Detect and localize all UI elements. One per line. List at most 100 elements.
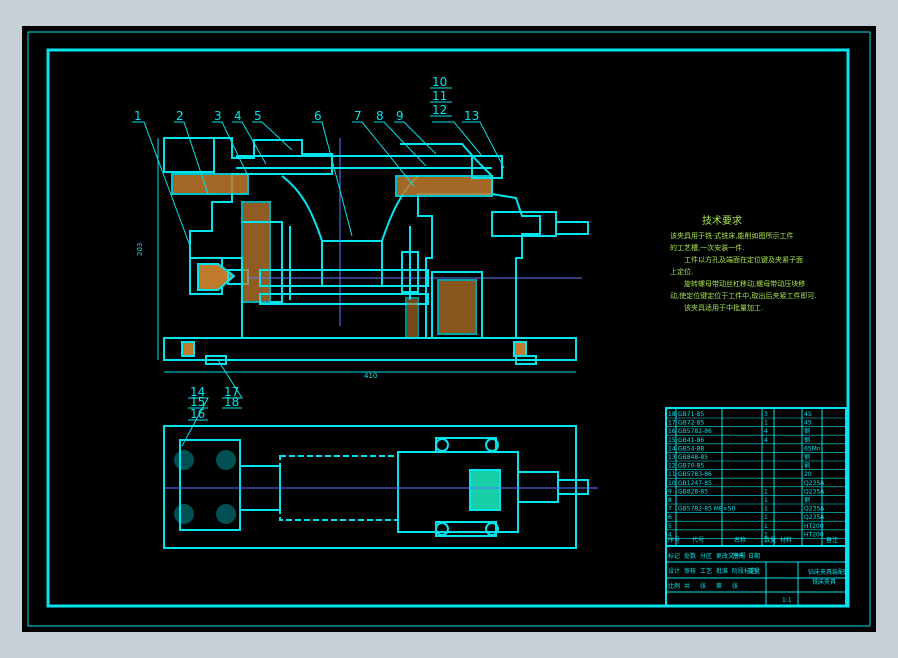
parts-row-cell: HT200	[804, 531, 824, 538]
parts-row-cell: GB5782-86	[678, 428, 712, 435]
parts-row-cell: 4	[764, 428, 768, 435]
balloon-16: 16	[190, 407, 205, 421]
parts-row-cell: GB5783-86	[678, 471, 712, 478]
parts-row-cell: 9	[668, 488, 672, 495]
dimension-height: 203	[136, 243, 144, 256]
balloon-13: 13	[464, 109, 479, 123]
header-index: 序号	[668, 536, 680, 544]
parts-row-cell: 钢	[804, 462, 810, 470]
plan-view	[163, 425, 598, 549]
balloon-labels: 1 2 3 4 5 6 7 8 9 13 10 11 12 14 15 16 1…	[134, 75, 479, 421]
notes-line-3: 工件以方孔及端面在定位键及夹紧子面	[684, 255, 803, 264]
balloon-2: 2	[176, 109, 184, 123]
cad-drawing: 1 2 3 4 5 6 7 8 9 13 10 11 12 14 15 16 1…	[27, 31, 871, 627]
parts-row-cell: HT200	[804, 523, 824, 530]
balloon-12: 12	[432, 103, 447, 117]
parts-row-cell: 1	[764, 420, 768, 427]
parts-row-cell: GB828-85	[678, 488, 708, 495]
parts-list	[665, 407, 847, 607]
parts-row-cell: 1	[764, 488, 768, 495]
parts-row-cell: 18	[668, 411, 676, 418]
balloon-4: 4	[234, 109, 242, 123]
title-block-label: 日期	[748, 552, 760, 560]
title-block-label: 阶段标记	[732, 567, 756, 575]
title-block-label: 审核	[684, 567, 696, 575]
balloon-8: 8	[376, 109, 384, 123]
parts-row-cell: Q235A	[804, 514, 825, 521]
title-block-label: 第	[716, 582, 722, 590]
parts-row-cell: 1	[764, 523, 768, 530]
inner-border	[46, 48, 850, 608]
header-name: 名称	[734, 536, 746, 544]
balloon-11: 11	[432, 89, 447, 103]
balloon-5: 5	[254, 109, 262, 123]
notes-line-2: 的工艺槽,一次安装一件.	[670, 243, 744, 252]
parts-row-cell: Q235A	[804, 488, 825, 495]
title-block-label: 重量	[748, 567, 760, 575]
balloon-10: 10	[432, 75, 447, 89]
parts-row-cell: Q235A	[804, 480, 825, 487]
balloon-3: 3	[214, 109, 222, 123]
parts-row-cell: GB848-85	[678, 454, 708, 461]
parts-row-cell: 钢	[804, 427, 810, 435]
parts-row-cell: 6	[668, 514, 672, 521]
parts-row-cell: 1	[764, 506, 768, 513]
parts-row-cell: 钢	[804, 436, 810, 444]
title-block-drawing-title: 钻床夹具装配图	[808, 568, 850, 576]
balloon-1: 1	[134, 109, 142, 123]
balloon-9: 9	[396, 109, 404, 123]
parts-row-cell: GB71-85	[678, 411, 704, 418]
parts-row-cell: GB1247-85	[678, 480, 712, 487]
title-block-label: 张	[700, 582, 706, 590]
parts-row-cell: 钢	[804, 453, 810, 461]
parts-row-cell: 10	[668, 480, 676, 487]
notes-line-1: 该夹具用于铣·式铣床,能削如图所示工件	[670, 231, 793, 240]
title-block-scale: 1:1	[782, 597, 792, 604]
parts-row-cell: GB5782-85 M8×50	[678, 506, 736, 513]
parts-row-cell: 17	[668, 420, 676, 427]
parts-row-cell: 15	[668, 437, 676, 444]
parts-row-cell: 11	[668, 471, 676, 478]
parts-row-cell: 4	[668, 531, 672, 538]
dimension-overall-length: 410	[364, 372, 377, 380]
title-block-label: 处数	[684, 552, 696, 560]
drawing-sheet: 1 2 3 4 5 6 7 8 9 13 10 11 12 14 15 16 1…	[22, 26, 876, 632]
parts-row-cell: Q235A	[804, 506, 825, 513]
parts-row-cell: GB70-85	[678, 463, 704, 470]
title-block-label: 分区	[700, 552, 712, 560]
parts-row-cell: 1	[764, 514, 768, 521]
title-block-label: 工艺	[700, 567, 712, 575]
notes-line-7: 该夹具适用于中批量加工.	[684, 303, 763, 312]
title-block-subtitle: 铣床夹具	[812, 578, 836, 586]
parts-row-cell: 65Mn	[804, 445, 821, 452]
title-block-label: 更改文件号	[716, 552, 746, 560]
title-block-labels: 标记处数分区更改文件号签名日期设计审核工艺批准阶段标记重量比例共张第张	[668, 552, 760, 590]
parts-row-cell: 20	[804, 471, 812, 478]
title-block-label: 比例	[668, 582, 680, 590]
parts-row-cell: 1	[764, 531, 768, 538]
parts-row-cell: 4	[764, 437, 768, 444]
parts-row-cell: 45	[804, 411, 812, 418]
parts-row-cell: 14	[668, 445, 676, 452]
balloon-17: 17	[224, 385, 239, 399]
notes-line-5: 旋转螺母带动丝杠移动,螺母带动压块移	[684, 279, 805, 288]
parts-row-cell: 3	[764, 411, 768, 418]
title-block-label: 标记	[668, 552, 680, 560]
parts-row-cell: 1	[764, 497, 768, 504]
header-qty: 数量	[764, 536, 776, 544]
balloon-18: 18	[224, 395, 239, 409]
header-material: 材料	[780, 536, 792, 544]
header-code: 代号	[692, 536, 704, 544]
parts-row-cell: GB72-85	[678, 420, 704, 427]
title-block-label: 批准	[716, 567, 728, 575]
title-block: 钻床夹具装配图 铣床夹具 1:1 标记处数分区更改文件号签名日期设计审核工艺批准…	[668, 552, 850, 604]
title-block-label: 设计	[668, 567, 680, 575]
header-remark: 备注	[826, 536, 838, 544]
balloon-7: 7	[354, 109, 362, 123]
notes-line-4: 上定位.	[670, 267, 693, 276]
parts-row-cell: GB41-86	[678, 437, 704, 444]
front-view	[157, 137, 589, 373]
parts-row-cell: 16	[668, 428, 676, 435]
parts-row-cell: 12	[668, 463, 676, 470]
